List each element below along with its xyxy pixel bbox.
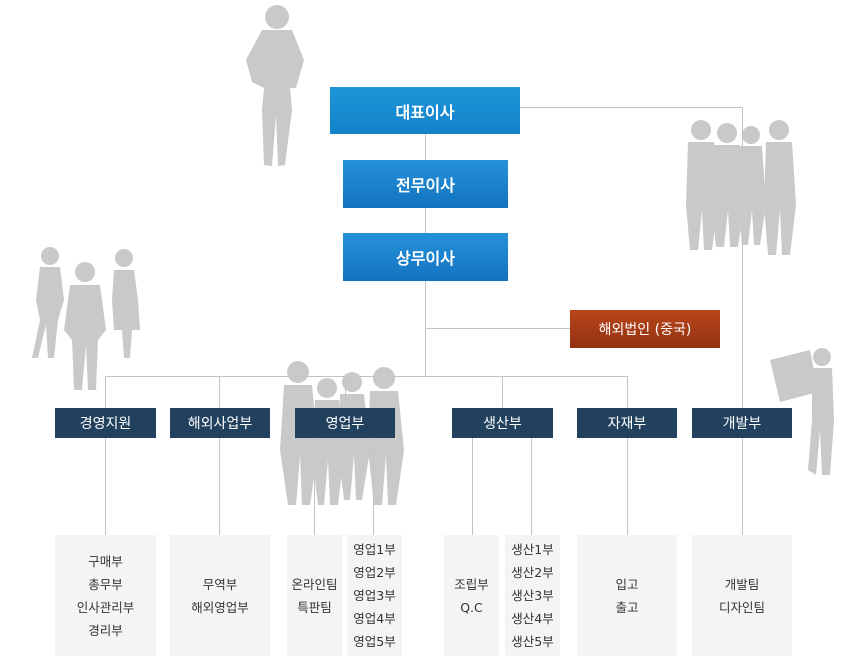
- team-item: 해외영업부: [191, 599, 249, 615]
- teams-materials: 입고 출고: [577, 535, 677, 656]
- team-item: 영업4부: [353, 611, 396, 626]
- team-item: 생산1부: [511, 542, 554, 557]
- dept-management: 경영지원: [55, 408, 156, 438]
- senior-managing-director-label: 전무이사: [396, 176, 455, 195]
- team-item: 생산3부: [511, 588, 554, 603]
- ceo-label: 대표이사: [395, 102, 455, 122]
- teams-sales-divisions: 영업1부 영업2부 영업3부 영업4부 영업5부: [347, 535, 402, 656]
- team-item: 생산2부: [511, 565, 554, 580]
- teams-production-divisions: 생산1부 생산2부 생산3부 생산4부 생산5부: [505, 535, 560, 656]
- team-item: 특판팀: [297, 599, 332, 615]
- team-silhouette: [686, 120, 796, 255]
- team-item: 영업2부: [353, 565, 396, 580]
- ceo-box: 대표이사: [330, 87, 520, 134]
- dept-materials-label: 자재부: [607, 416, 647, 432]
- team-item: 총무부: [88, 576, 123, 592]
- team-item: 인사관리부: [76, 599, 135, 615]
- dept-management-label: 경영지원: [79, 416, 132, 432]
- managing-director-box: 상무이사: [343, 233, 508, 281]
- team-item: 영업5부: [353, 634, 396, 649]
- team-item: 디자인팀: [718, 599, 765, 615]
- dept-development-label: 개발부: [722, 416, 762, 432]
- dept-materials: 자재부: [577, 408, 677, 438]
- teams-sales-online: 온라인팀 특판팀: [287, 535, 342, 656]
- team-item: 출고: [615, 599, 639, 615]
- team-item: 개발팀: [724, 576, 760, 592]
- teams-development: 개발팀 디자인팀: [692, 535, 792, 656]
- team-item: 조립부: [454, 576, 489, 592]
- overseas-corporation-label: 해외법인 (중국): [598, 322, 692, 338]
- teams-management: 구매부 총무부 인사관리부 경리부: [55, 535, 156, 656]
- dept-sales-label: 영업부: [325, 416, 365, 432]
- dept-overseas-business: 해외사업부: [170, 408, 270, 438]
- dept-production-label: 생산부: [483, 416, 522, 432]
- teams-overseas-business: 무역부 해외영업부: [170, 535, 270, 656]
- team-item: 구매부: [88, 553, 123, 569]
- senior-managing-director-box: 전무이사: [343, 160, 508, 208]
- team-item: 생산4부: [511, 611, 554, 626]
- teams-production-qc: 조립부 Q.C: [444, 535, 499, 656]
- dept-overseas-business-label: 해외사업부: [187, 416, 253, 432]
- team-item: 입고: [615, 576, 639, 592]
- dept-production: 생산부: [452, 408, 553, 438]
- team-item: Q.C: [460, 599, 483, 615]
- businessman-silhouette: [246, 5, 304, 166]
- team-item: 경리부: [88, 622, 123, 638]
- managing-director-label: 상무이사: [396, 249, 455, 268]
- overseas-corporation-box: 해외법인 (중국): [570, 310, 720, 348]
- team-item: 영업1부: [353, 542, 396, 557]
- team-item: 온라인팀: [291, 576, 338, 592]
- dept-sales: 영업부: [295, 408, 395, 438]
- team-item: 영업3부: [353, 588, 396, 603]
- team-item: 무역부: [202, 576, 238, 592]
- worker-silhouette: [770, 348, 834, 475]
- team-item: 생산5부: [511, 634, 554, 649]
- dept-development: 개발부: [692, 408, 792, 438]
- group-silhouette: [32, 247, 140, 390]
